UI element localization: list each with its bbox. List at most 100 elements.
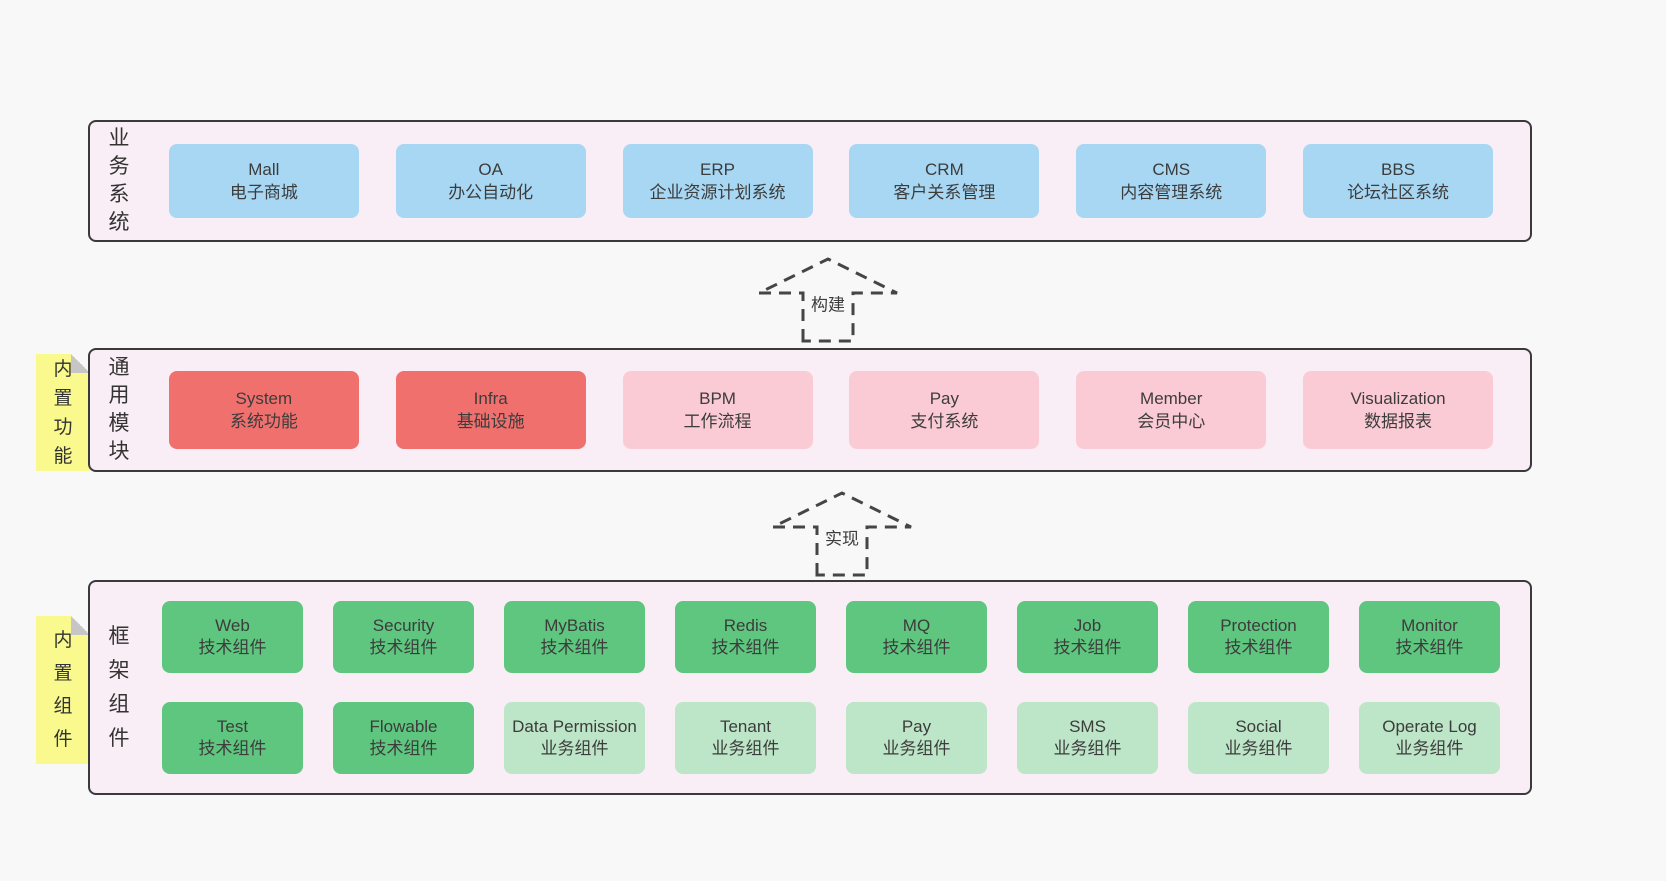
box-title: Pay (929, 389, 960, 408)
box-infra: Infra 基础设施 (395, 371, 586, 449)
box-title: Tenant (719, 717, 772, 736)
box-subtitle: 业务组件 (882, 739, 951, 758)
box-pay-component: Pay 业务组件 (846, 702, 987, 774)
box-title: Job (1073, 616, 1102, 635)
box-subtitle: 企业资源计划系统 (649, 183, 786, 202)
box-subtitle: 技术组件 (1224, 638, 1293, 657)
box-title: OA (478, 160, 503, 179)
box-title: Security (372, 616, 435, 635)
box-mall: Mall 电子商城 (168, 144, 359, 218)
sticky-label: 内置功能 (53, 358, 73, 467)
box-subtitle: 内容管理系统 (1120, 183, 1223, 202)
sticky-note-built-in-components: 内置组件 (36, 616, 90, 764)
build-arrow: 构建 (753, 255, 903, 343)
box-subtitle: 技术组件 (369, 638, 438, 657)
box-tenant: Tenant 业务组件 (675, 702, 816, 774)
folded-corner (71, 354, 90, 373)
section-label: 通用模块 (108, 356, 130, 463)
box-title: BBS (1381, 160, 1416, 179)
dashed-up-arrow-icon (772, 491, 912, 577)
dashed-up-arrow-icon (758, 257, 898, 343)
box-subtitle: 办公自动化 (448, 183, 534, 202)
box-member: Member 会员中心 (1076, 371, 1267, 449)
box-security: Security 技术组件 (333, 601, 474, 673)
box-subtitle: 业务组件 (1053, 739, 1122, 758)
sticky-note-built-in-features: 内置功能 (36, 354, 90, 471)
arrow-label: 构建 (807, 289, 849, 317)
box-title: Test (216, 717, 249, 736)
box-title: MQ (902, 616, 931, 635)
box-pay: Pay 支付系统 (849, 371, 1040, 449)
box-title: Data Permission (512, 717, 637, 736)
box-subtitle: 技术组件 (882, 638, 951, 657)
box-erp: ERP 企业资源计划系统 (622, 144, 813, 218)
box-subtitle: 论坛社区系统 (1347, 183, 1450, 202)
arrow-label: 实现 (821, 523, 863, 551)
box-oa: OA 办公自动化 (395, 144, 586, 218)
box-subtitle: 技术组件 (540, 638, 609, 657)
section-label: 业务系统 (108, 127, 130, 234)
box-row: Test 技术组件 Flowable 技术组件 Data Permission … (132, 702, 1530, 774)
box-cms: CMS 内容管理系统 (1076, 144, 1267, 218)
box-title: CRM (925, 160, 964, 179)
box-title: MyBatis (544, 616, 605, 635)
box-subtitle: 系统功能 (229, 412, 298, 431)
box-system: System 系统功能 (168, 371, 359, 449)
box-test: Test 技术组件 (162, 702, 303, 774)
implement-arrow: 实现 (767, 489, 917, 577)
box-subtitle: 技术组件 (369, 739, 438, 758)
box-title: CMS (1152, 160, 1191, 179)
box-redis: Redis 技术组件 (675, 601, 816, 673)
box-subtitle: 业务组件 (540, 739, 609, 758)
box-crm: CRM 客户关系管理 (849, 144, 1040, 218)
folded-corner (71, 616, 90, 635)
box-job: Job 技术组件 (1017, 601, 1158, 673)
box-subtitle: 技术组件 (198, 638, 267, 657)
box-subtitle: 基础设施 (456, 412, 525, 431)
box-bpm: BPM 工作流程 (622, 371, 813, 449)
box-subtitle: 会员中心 (1137, 412, 1206, 431)
box-title: BPM (699, 389, 736, 408)
sticky-label: 内置组件 (53, 630, 73, 750)
box-data-permission: Data Permission 业务组件 (504, 702, 645, 774)
box-subtitle: 技术组件 (711, 638, 780, 657)
box-subtitle: 技术组件 (1053, 638, 1122, 657)
box-flowable: Flowable 技术组件 (333, 702, 474, 774)
section-framework-components: 框架组件 Web 技术组件 Security 技术组件 MyBatis 技术组件… (88, 580, 1532, 795)
section-common-modules: 通用模块 System 系统功能 Infra 基础设施 BPM 工作流程 Pay… (88, 348, 1532, 472)
box-row: System 系统功能 Infra 基础设施 BPM 工作流程 Pay 支付系统… (132, 371, 1530, 449)
box-subtitle: 业务组件 (1224, 739, 1293, 758)
box-protection: Protection 技术组件 (1188, 601, 1329, 673)
box-mybatis: MyBatis 技术组件 (504, 601, 645, 673)
box-title: Visualization (1350, 389, 1446, 408)
box-subtitle: 电子商城 (229, 183, 298, 202)
section-label: 框架组件 (108, 624, 130, 750)
box-social: Social 业务组件 (1188, 702, 1329, 774)
box-mq: MQ 技术组件 (846, 601, 987, 673)
box-title: Web (215, 616, 250, 635)
box-subtitle: 客户关系管理 (893, 183, 996, 202)
box-subtitle: 业务组件 (1395, 739, 1464, 758)
box-row: Web 技术组件 Security 技术组件 MyBatis 技术组件 Redi… (132, 601, 1530, 673)
box-subtitle: 业务组件 (711, 739, 780, 758)
box-title: Redis (723, 616, 768, 635)
box-title: Mall (248, 160, 280, 179)
box-title: Flowable (369, 717, 438, 736)
box-title: Pay (901, 717, 932, 736)
box-grid: Web 技术组件 Security 技术组件 MyBatis 技术组件 Redi… (132, 601, 1530, 774)
box-title: Social (1235, 717, 1282, 736)
box-subtitle: 技术组件 (198, 739, 267, 758)
box-title: Protection (1220, 616, 1297, 635)
box-visualization: Visualization 数据报表 (1303, 371, 1494, 449)
box-title: Infra (473, 389, 508, 408)
section-business-systems: 业务系统 Mall 电子商城 OA 办公自动化 ERP 企业资源计划系统 CRM… (88, 120, 1532, 242)
box-sms: SMS 业务组件 (1017, 702, 1158, 774)
box-title: ERP (700, 160, 736, 179)
box-subtitle: 工作流程 (683, 412, 752, 431)
box-bbs: BBS 论坛社区系统 (1303, 144, 1494, 218)
box-title: System (235, 389, 293, 408)
box-row: Mall 电子商城 OA 办公自动化 ERP 企业资源计划系统 CRM 客户关系… (132, 144, 1530, 218)
box-title: Member (1140, 389, 1203, 408)
box-title: SMS (1069, 717, 1106, 736)
